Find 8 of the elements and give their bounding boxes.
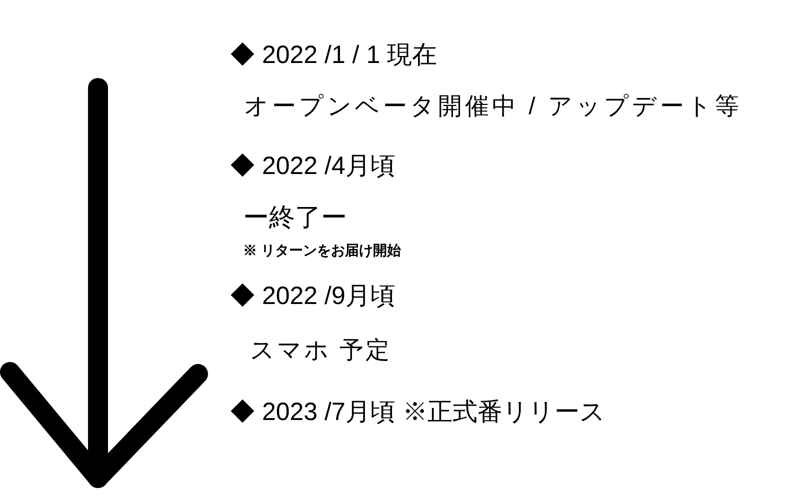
note-text: ※ リターンをお届け開始 [243, 242, 401, 259]
event-text: ー終了ー [243, 202, 347, 234]
event-text: オープンベータ開催中 / アップデート等 [244, 93, 742, 122]
date-heading: ◆ 2022 /1 / 1 現在 [230, 40, 438, 70]
event-text: スマホ 予定 [250, 337, 392, 366]
date-heading: ◆ 2022 /4月頃 [230, 151, 396, 181]
date-heading: ◆ 2023 /7月頃 ※正式番リリース [230, 397, 606, 427]
date-heading: ◆ 2022 /9月頃 [230, 281, 396, 311]
